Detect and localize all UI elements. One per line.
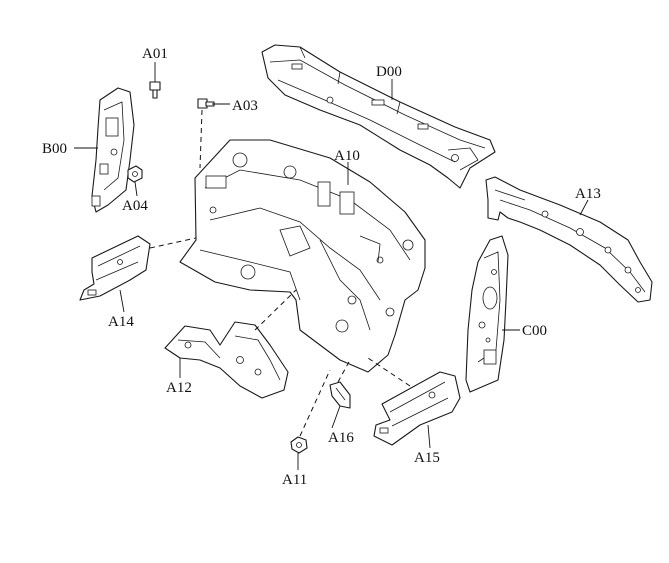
leader-a14 — [119, 289, 125, 313]
label-c00: C00 — [522, 323, 547, 339]
part-a13-rail — [485, 176, 653, 303]
label-d00: D00 — [376, 64, 402, 80]
label-b00: B00 — [42, 141, 67, 157]
part-d00-cowl-panel — [261, 44, 496, 189]
part-a04-nut — [127, 165, 143, 183]
label-a11: A11 — [282, 472, 307, 488]
part-a11-bolt — [290, 436, 308, 454]
part-a10-dash-panel — [179, 139, 426, 373]
leader-a16 — [331, 405, 341, 429]
part-c00-side-panel — [465, 235, 509, 393]
label-a16: A16 — [328, 430, 354, 446]
part-a12-bracket — [164, 321, 289, 399]
leader-a13 — [579, 199, 589, 216]
label-a12: A12 — [166, 380, 192, 396]
label-a14: A14 — [108, 314, 134, 330]
leader-a04 — [134, 181, 138, 197]
part-a15-bracket — [373, 371, 461, 446]
label-a01: A01 — [142, 46, 168, 62]
label-a15: A15 — [414, 450, 440, 466]
label-a13: A13 — [575, 186, 601, 202]
part-b00-pillar — [91, 87, 135, 213]
leader-a15 — [427, 424, 431, 449]
part-a01-bolt — [149, 81, 161, 99]
part-a03-bolt — [197, 98, 215, 109]
part-a14-bracket — [79, 235, 151, 301]
part-a16-clip — [329, 381, 351, 409]
label-a03: A03 — [232, 98, 258, 114]
label-a10: A10 — [334, 148, 360, 164]
label-a04: A04 — [122, 198, 148, 214]
